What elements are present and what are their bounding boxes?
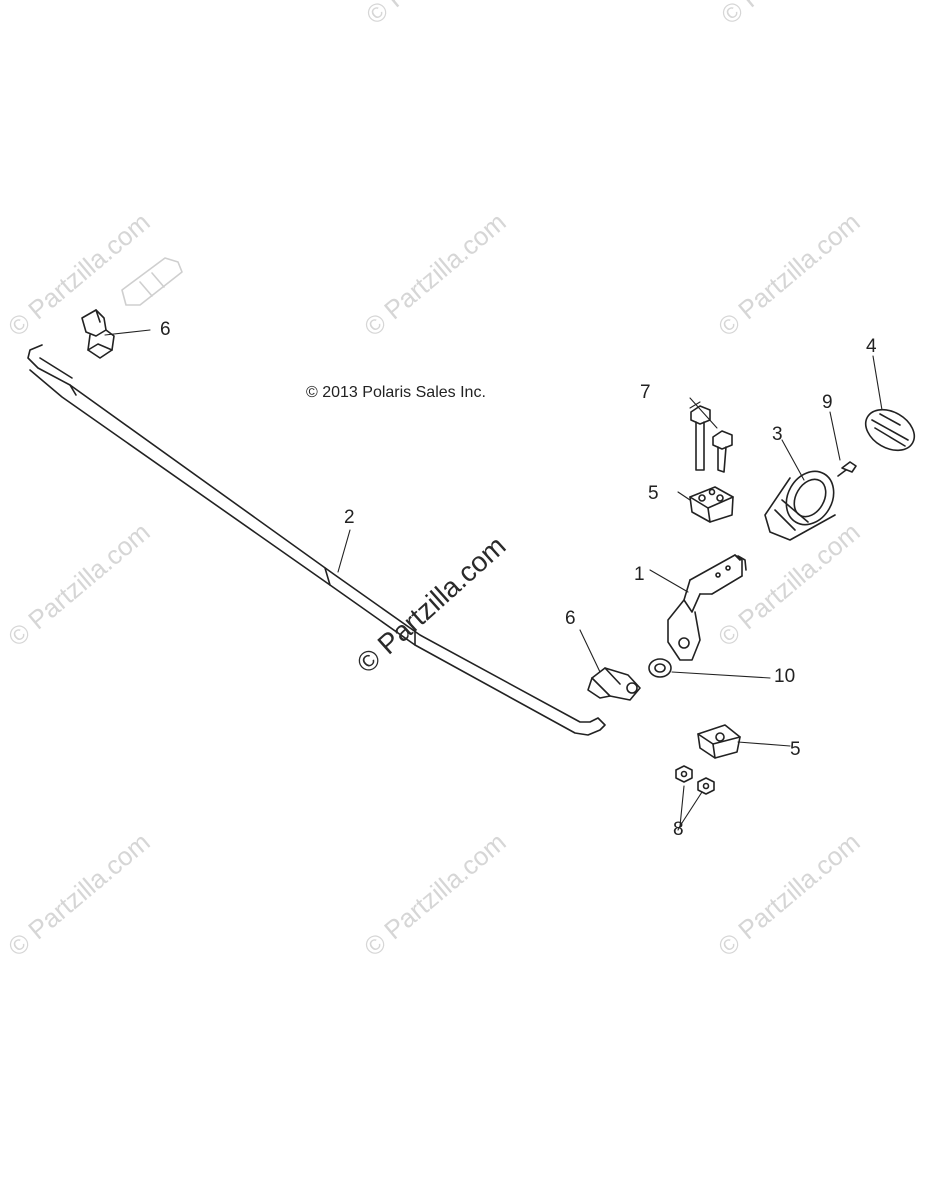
screw — [837, 461, 857, 477]
callout-7: 7 — [640, 382, 651, 403]
leader-lines — [104, 329, 883, 831]
callout-8: 8 — [673, 819, 684, 840]
callout-3: 3 — [772, 424, 783, 445]
shift-boot — [764, 470, 836, 541]
lower-bracket — [697, 724, 741, 759]
callout-5-lower: 5 — [790, 739, 801, 760]
shift-rod — [27, 344, 606, 736]
callout-9: 9 — [822, 392, 833, 413]
callout-4: 4 — [866, 336, 877, 357]
rod-clip-lower — [587, 667, 641, 701]
rod-clip — [81, 309, 115, 359]
upper-bracket — [689, 486, 734, 523]
ghost-bushing — [121, 257, 183, 306]
shift-knob — [864, 408, 916, 452]
shift-lever — [667, 554, 747, 661]
callout-6-upper: 6 — [160, 319, 171, 340]
nut-pair — [675, 765, 715, 795]
callout-6-lower: 6 — [565, 608, 576, 629]
washer — [648, 658, 672, 678]
callout-1: 1 — [634, 564, 645, 585]
callout-2: 2 — [344, 507, 355, 528]
copyright-text: © 2013 Polaris Sales Inc. — [306, 384, 486, 401]
bolt-pair — [690, 405, 733, 473]
callout-5-upper: 5 — [648, 483, 659, 504]
callout-10: 10 — [774, 666, 796, 687]
